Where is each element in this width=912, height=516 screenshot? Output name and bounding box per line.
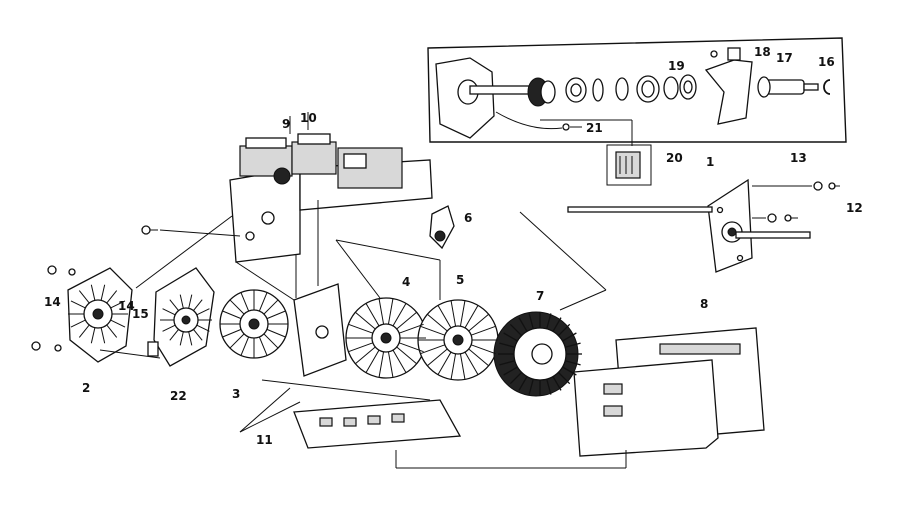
plate-22-spokes — [160, 294, 212, 346]
label-15: 15 — [132, 307, 149, 321]
label-17: 17 — [776, 51, 793, 65]
label-2: 2 — [82, 381, 90, 395]
label-21: 21 — [586, 121, 603, 135]
label-11: 11 — [256, 433, 273, 447]
label-10: 10 — [300, 111, 317, 125]
label-5: 5 — [456, 273, 464, 287]
label-12: 12 — [846, 201, 863, 215]
rear-plate-1 — [567, 178, 811, 273]
main-frame — [229, 112, 433, 263]
base-plate-11 — [239, 387, 462, 449]
wafer-5-spokes — [418, 300, 498, 380]
leader-lines — [99, 200, 627, 469]
wafer-5 — [417, 299, 499, 381]
gear-7-teeth — [498, 312, 582, 396]
wafer-4-spokes — [346, 298, 426, 378]
label-9: 9 — [282, 117, 290, 131]
label-6: 6 — [464, 211, 472, 225]
plate-2-spokes — [68, 284, 128, 344]
label-3: 3 — [232, 387, 240, 401]
front-plate-2 — [31, 225, 158, 363]
label-20: 20 — [666, 151, 683, 165]
plate-22 — [147, 267, 215, 367]
label-4: 4 — [402, 275, 410, 289]
label-19: 19 — [668, 59, 685, 73]
screws-12-13 — [752, 181, 840, 223]
label-18: 18 — [754, 45, 771, 59]
clip-6 — [429, 205, 455, 250]
label-8: 8 — [700, 297, 708, 311]
label-14a: 14 — [44, 295, 61, 309]
wafer-3-spokes — [220, 290, 288, 358]
part-labels: 1 2 3 4 5 6 7 8 9 10 11 12 13 14 14 15 1… — [44, 45, 863, 447]
label-22: 22 — [170, 389, 187, 403]
shaft-assembly-inset — [427, 37, 847, 146]
label-16: 16 — [818, 55, 835, 69]
label-1: 1 — [706, 155, 714, 169]
label-13: 13 — [790, 151, 807, 165]
label-7: 7 — [536, 289, 544, 303]
mid-plate — [293, 283, 347, 377]
switch-box-20 — [606, 144, 652, 186]
housing-8 — [573, 327, 765, 457]
